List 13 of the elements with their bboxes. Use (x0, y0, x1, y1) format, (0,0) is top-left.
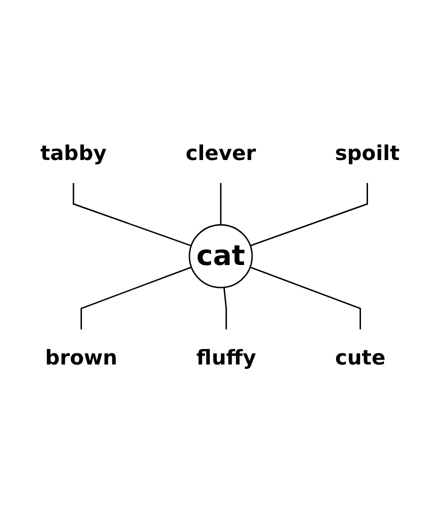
connector-line (220, 183, 222, 226)
connector-line (250, 183, 368, 247)
word-label: fluffy (196, 347, 256, 371)
word-label: spoilt (334, 142, 400, 166)
connector-line (250, 266, 361, 330)
word-label: brown (45, 347, 118, 371)
connector-line (80, 266, 192, 330)
word-label: tabby (40, 142, 107, 166)
word-label: clever (186, 142, 256, 166)
topic-circle: cat (188, 224, 253, 289)
connector-line (72, 183, 192, 247)
word-label: cute (335, 347, 386, 371)
connector-line (223, 288, 227, 330)
